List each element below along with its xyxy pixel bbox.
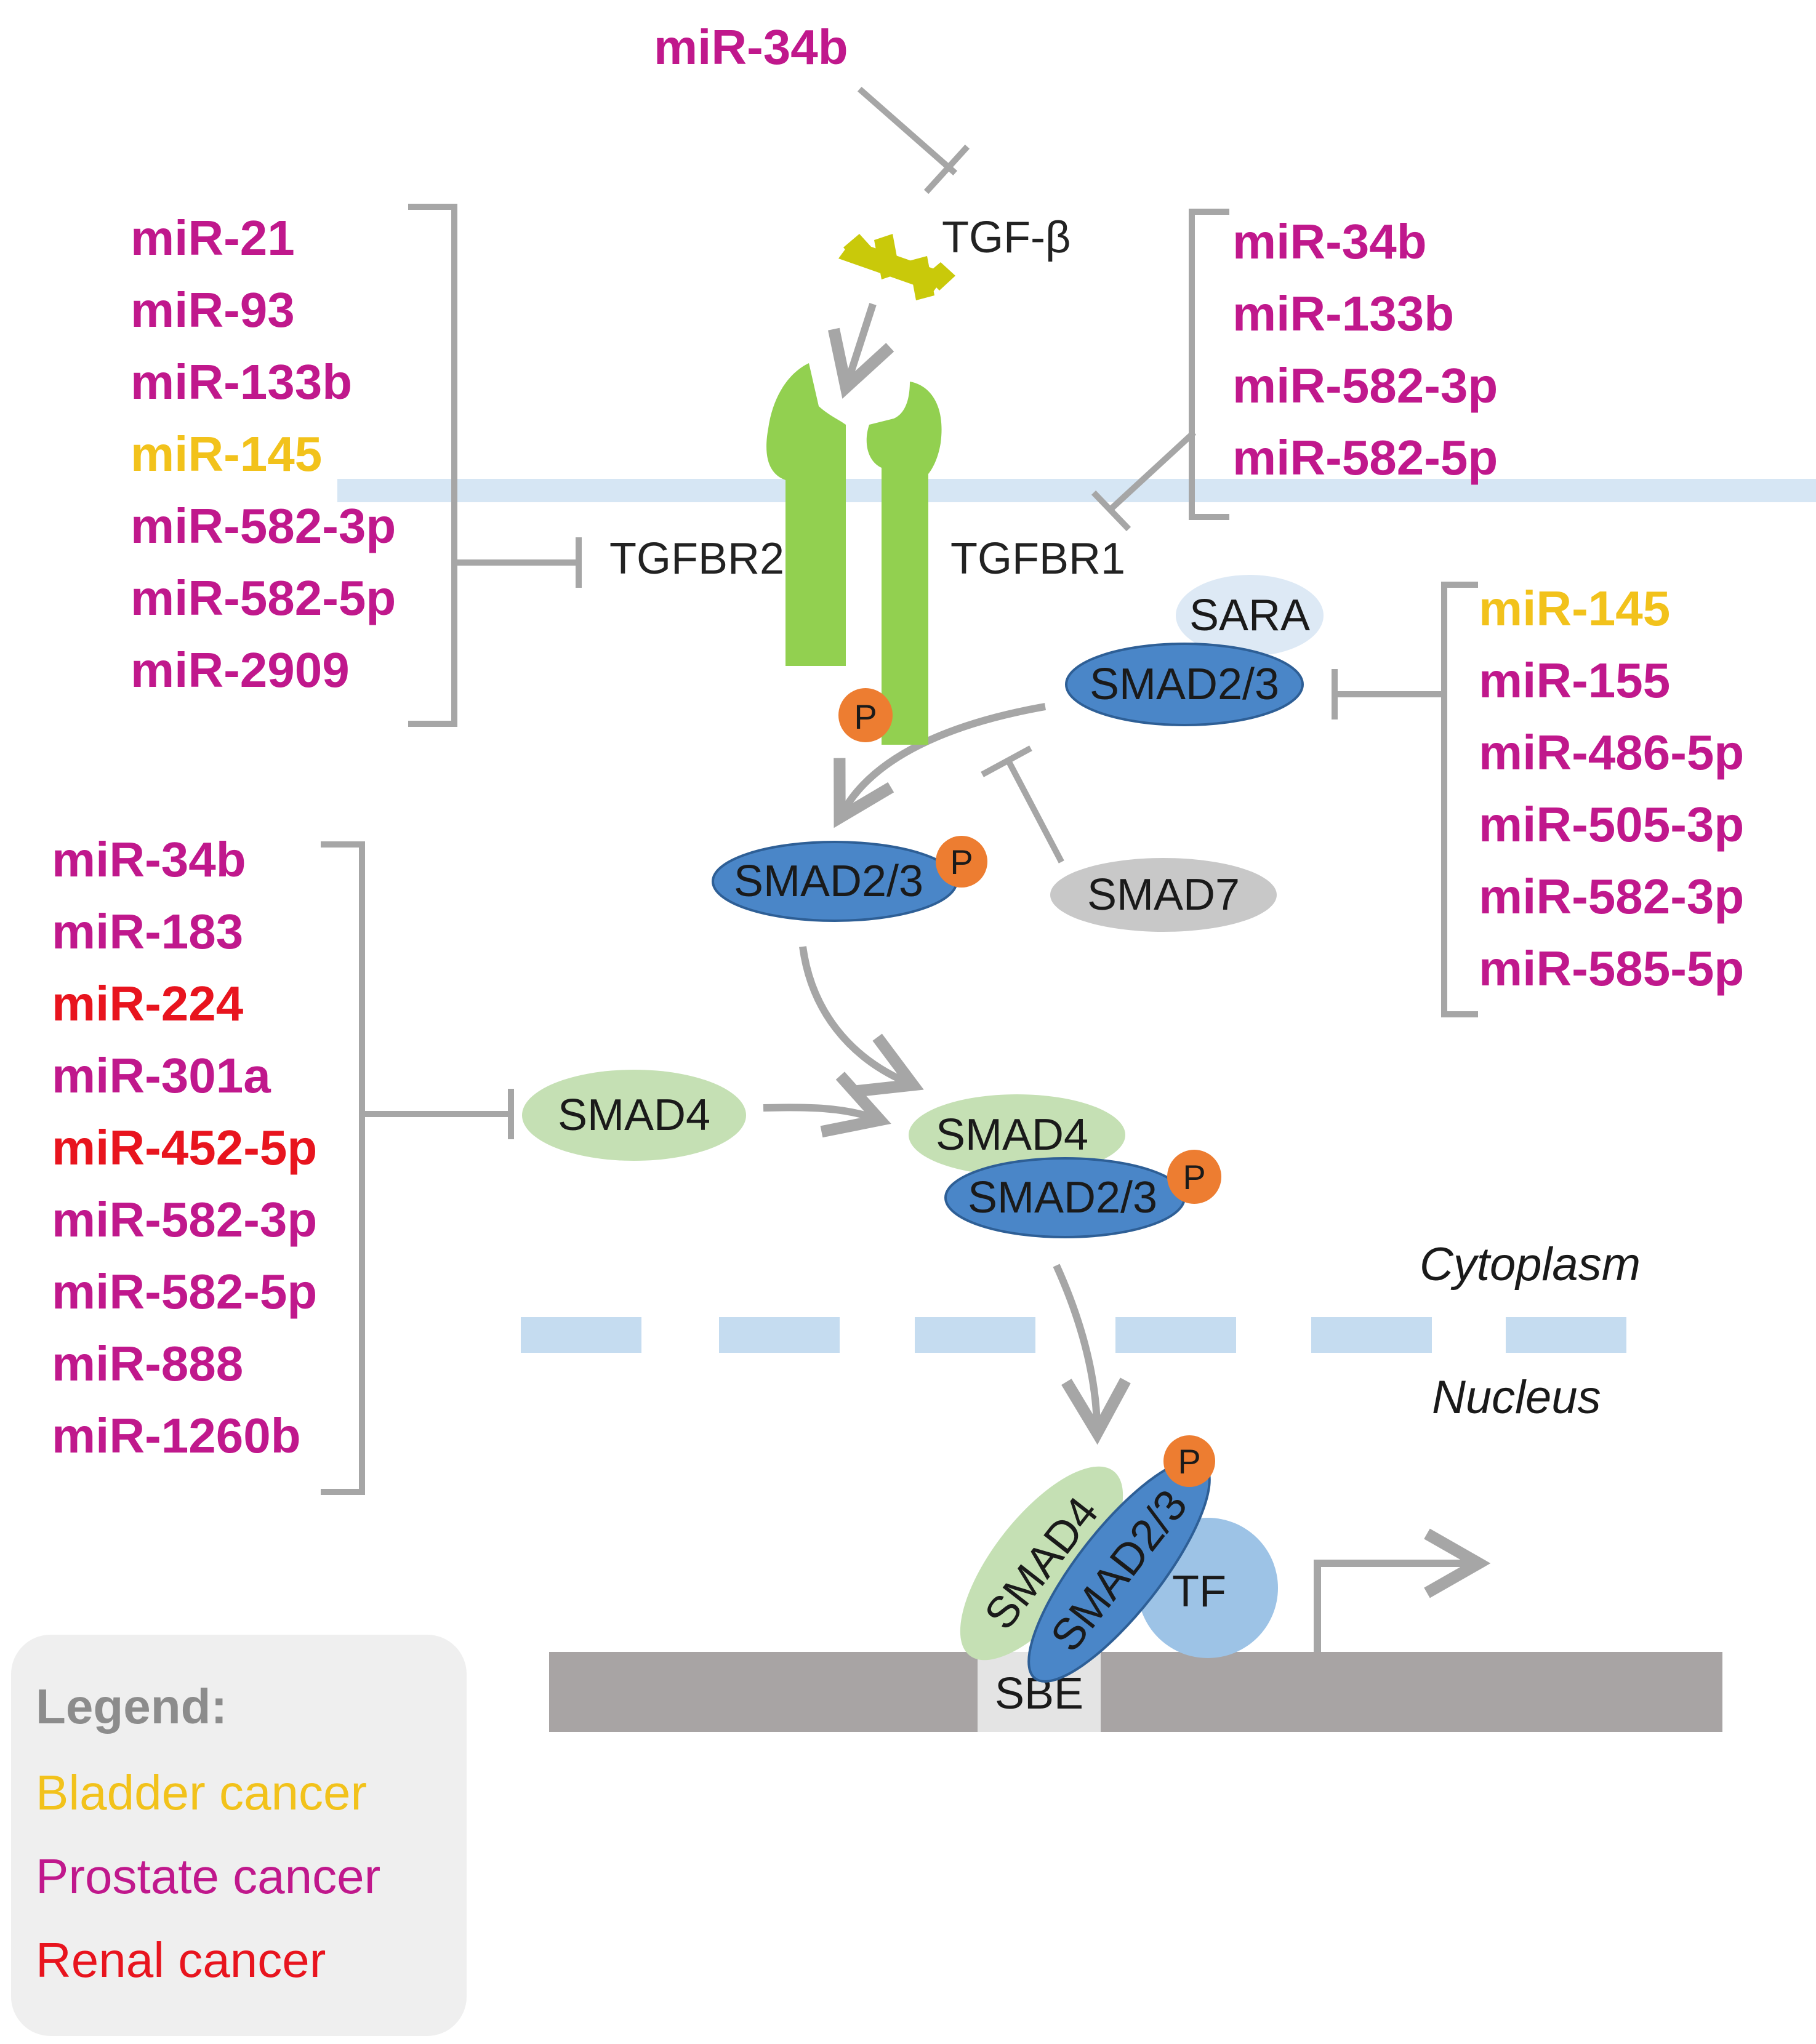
mirna-smad4-1: miR-183: [52, 904, 243, 959]
bracket-smad4: [321, 841, 365, 1495]
receptor-phosphate: [838, 688, 893, 742]
bracket-tgfbr2: [408, 204, 457, 727]
mirna-list-smad4: miR-34b miR-183 miR-224 miR-301a miR-452-5p m…: [52, 832, 317, 1463]
sara-label: SARA: [1189, 591, 1310, 640]
smad7-label: SMAD7: [1087, 870, 1240, 920]
smad23-phosphorylated-label: SMAD2/3: [734, 857, 923, 906]
arrow-complex-to-nucleus: [1053, 1264, 1131, 1445]
mirna-list-tgfbr1: miR-34b miR-133b miR-582-3p miR-582-5p: [1232, 214, 1498, 485]
nucleus-label: Nucleus: [1432, 1371, 1601, 1424]
nuclear-phosphate-label: P: [1178, 1442, 1200, 1481]
mirna-list-ligand: miR-34b: [654, 20, 848, 74]
mirna-tgfbr1-1: miR-133b: [1232, 286, 1454, 341]
smad4-complex: [909, 1094, 1125, 1176]
tgf-beta-ligand-icon: [838, 234, 955, 300]
mirna-tgfbr2-5: miR-582-5p: [131, 571, 396, 625]
mirna-ligand-top-0: miR-34b: [654, 20, 848, 74]
mirna-smad23-3: miR-505-3p: [1479, 797, 1744, 852]
legend-item-renal: Renal cancer: [36, 1933, 326, 1987]
legend-item-prostate: Prostate cancer: [36, 1849, 380, 1904]
complex-phosphate: [1167, 1150, 1221, 1204]
mirna-smad4-4: miR-452-5p: [52, 1120, 317, 1175]
mirna-tgfbr2-3: miR-145: [131, 427, 322, 481]
smad4-complex-label: SMAD4: [936, 1110, 1088, 1160]
smad23-receptor-bound: [1065, 643, 1304, 726]
inhibition-bar-ligand: [923, 144, 970, 194]
smad23-receptor-bound-label: SMAD2/3: [1090, 660, 1279, 709]
tgfbr1-receptor: [866, 382, 942, 745]
arrow-smad4-to-complex: [763, 1072, 891, 1138]
complex-phosphate-label: P: [1183, 1158, 1205, 1196]
mirna-tgfbr2-4: miR-582-3p: [131, 499, 396, 553]
smad4-free: [522, 1070, 746, 1161]
mirna-tgfbr1-2: miR-582-3p: [1232, 358, 1498, 413]
tgfbr2-label: TGFBR2: [609, 534, 784, 583]
arrow-ligand-to-receptor: [828, 303, 894, 399]
bracket-smad23: [1441, 582, 1478, 1017]
smad4-free-label: SMAD4: [558, 1091, 710, 1140]
mirna-smad23-1: miR-155: [1479, 653, 1670, 708]
mirna-list-tgfbr2: miR-21 miR-93 miR-133b miR-145 miR-582-3p miR…: [131, 210, 396, 697]
inhibition-bar-smad7: [981, 745, 1032, 777]
legend-title: Legend:: [36, 1679, 227, 1734]
inhibition-line-smad7: [1004, 756, 1064, 864]
mirna-smad4-7: miR-888: [52, 1336, 243, 1391]
smad7-protein: [1050, 858, 1277, 932]
mirna-tgfbr2-6: miR-2909: [131, 643, 350, 697]
inhibition-line-tgfbr1: [1109, 430, 1197, 511]
cytoplasm-label: Cytoplasm: [1420, 1238, 1641, 1291]
arrow-smad23-to-complex: [799, 946, 924, 1097]
mirna-tgfbr1-3: miR-582-5p: [1232, 430, 1498, 485]
smad23-complex-label: SMAD2/3: [968, 1173, 1157, 1222]
mirna-smad23-4: miR-582-3p: [1479, 869, 1744, 924]
mirna-smad23-5: miR-585-5p: [1479, 941, 1744, 996]
mirna-smad4-3: miR-301a: [52, 1048, 271, 1103]
sara-protein: [1176, 575, 1324, 656]
mirna-list-smad23: miR-145 miR-155 miR-486-5p miR-505-3p miR-58…: [1479, 581, 1744, 996]
dna-strand: [549, 1652, 1722, 1732]
legend-box: [11, 1635, 467, 2036]
legend-item-bladder: Bladder cancer: [36, 1765, 367, 1820]
mirna-smad4-6: miR-582-5p: [52, 1264, 317, 1319]
transcription-arrow: [1314, 1528, 1491, 1652]
inhibition-line-ligand: [857, 86, 958, 176]
mirna-tgfbr2-1: miR-93: [131, 283, 295, 337]
mirna-smad4-0: miR-34b: [52, 832, 246, 887]
mirna-tgfbr1-0: miR-34b: [1232, 214, 1427, 269]
tgf-beta-label: TGF-β: [942, 213, 1071, 262]
mirna-smad4-8: miR-1260b: [52, 1408, 301, 1463]
inhibition-bar-tgfbr1: [1091, 490, 1131, 532]
arrow-phosphorylation: [834, 703, 1047, 828]
receptor-phosphate-label: P: [854, 697, 877, 736]
smad23-phosphate: [936, 836, 987, 888]
tf-label: TF: [1172, 1567, 1226, 1616]
smad23-phosphate-label: P: [950, 843, 973, 881]
nuclear-membrane: [521, 1317, 1626, 1353]
bracket-tgfbr1: [1189, 209, 1229, 520]
mirna-smad23-0: miR-145: [1479, 581, 1670, 636]
tgfbr2-receptor: [766, 363, 846, 666]
plasma-membrane: [337, 479, 1816, 502]
mirna-tgfbr2-2: miR-133b: [131, 355, 352, 409]
mirna-smad23-2: miR-486-5p: [1479, 725, 1744, 780]
mirna-tgfbr2-0: miR-21: [131, 210, 295, 265]
nuclear-phosphate: [1163, 1435, 1215, 1487]
tgfbr1-label: TGFBR1: [950, 534, 1125, 583]
mirna-smad4-2: miR-224: [52, 976, 244, 1031]
mirna-smad4-5: miR-582-3p: [52, 1192, 317, 1247]
